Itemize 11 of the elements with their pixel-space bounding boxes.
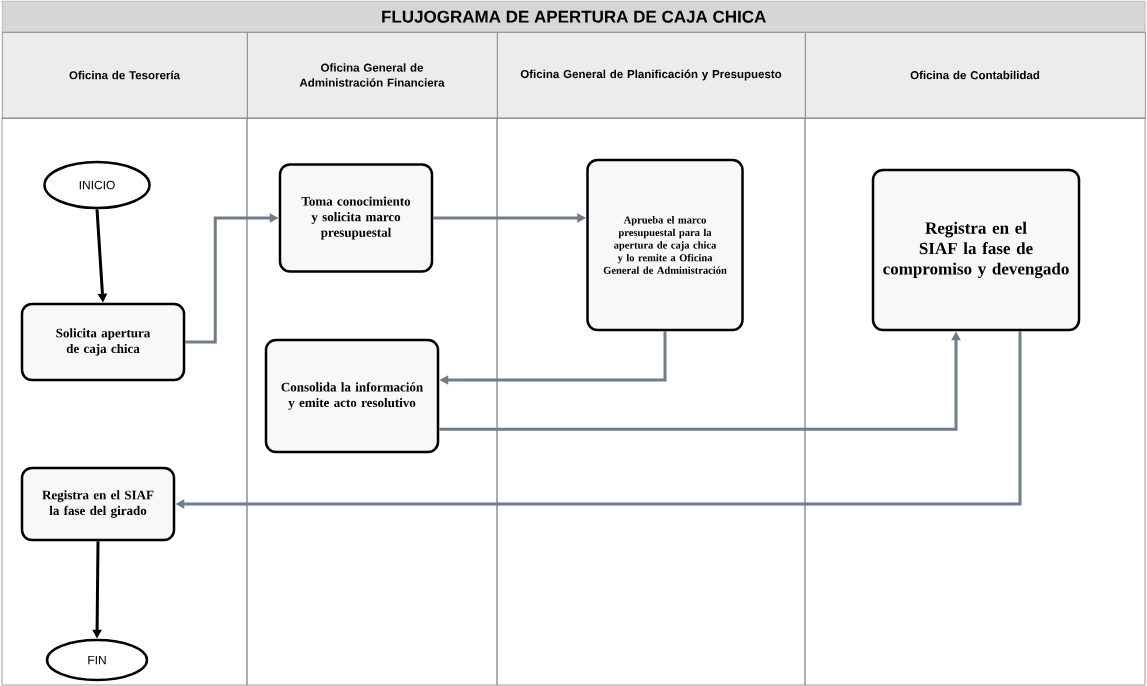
process-box: Registra en el SIAF la fase del girado xyxy=(20,466,176,542)
node-label: Oficina de Tesorería xyxy=(69,70,181,80)
process-box: Toma conocimiento y solicita marco presupuestal xyxy=(278,163,434,273)
node-label: Oficina de Contabilidad xyxy=(910,70,1040,80)
title-banner: FLUJOGRAMA DE APERTURA DE CAJA CHICA xyxy=(2,1,1146,33)
process-box: Solicita apertura de caja chica xyxy=(20,302,186,382)
node-label: Oficina General de Administración Financiera xyxy=(299,63,445,87)
process-box: Aprueba el marco presupuestal para la apertura de caja chica y lo remite a Oficina General de Administración xyxy=(586,158,744,332)
process-box: Registra en el SIAF la fase de compromiso y devengado xyxy=(871,168,1081,332)
node-label: Oficina General de Planificación y Presupuesto xyxy=(520,69,782,81)
process-box: Consolida la información y emite acto resolutivo xyxy=(264,338,440,454)
